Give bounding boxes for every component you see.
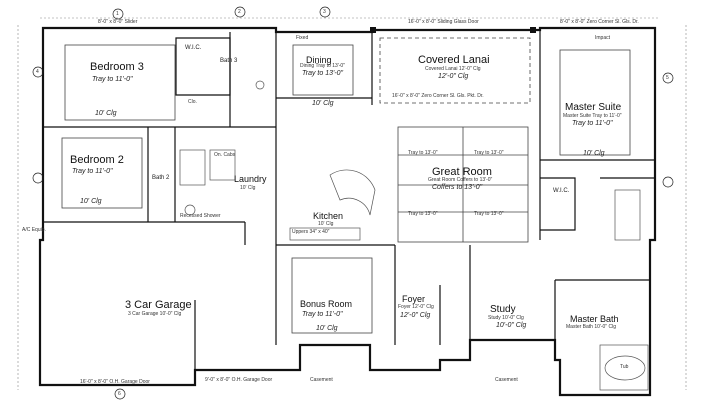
garage-name: 3 Car Garage	[125, 299, 192, 311]
great-room-tray-1: Tray to 13'-0"	[408, 150, 438, 156]
great-room-tray-2: Tray to 13'-0"	[474, 150, 504, 156]
marker-1: 1	[116, 11, 119, 17]
kitchen-name: Kitchen	[313, 211, 344, 221]
dining-ceiling: Tray to 13'-0"	[302, 70, 344, 77]
master-suite-sub: Master Suite Tray to 11'-0"	[563, 113, 622, 119]
master-suite-ceiling: Tray to 11'-0"	[572, 120, 613, 127]
slider-top-left: 8'-0" x 8'-0" Slider	[98, 19, 138, 25]
door-swings	[370, 27, 536, 33]
tray-outlines	[61, 37, 631, 334]
slider-right: 8'-0" x 8'-0" Zero Corner Sl. Gls. Dr.	[560, 19, 639, 25]
marker-6: 6	[118, 391, 121, 397]
bedroom3-ceiling: Tray to 11'-0"	[92, 76, 133, 83]
bath3-name: Bath 3	[220, 58, 238, 64]
wic-closet: Clo.	[188, 99, 197, 105]
foyer-sub: Foyer 12'-0" Clg	[398, 304, 434, 310]
recessed-shower: Recessed Shower	[180, 213, 221, 219]
fixed-note: Fixed	[296, 35, 309, 41]
impact-note: Impact	[595, 35, 611, 41]
garage-door-2: 9'-0" x 8'-0" O.H. Garage Door	[205, 377, 273, 383]
study-height: 10'-0" Clg	[496, 322, 527, 329]
laundry-name: Laundry	[234, 174, 267, 184]
master-bath-sub: Master Bath 10'-0" Clg	[566, 324, 616, 330]
study-name: Study	[490, 304, 516, 315]
bonus-height: 10' Clg	[316, 325, 338, 332]
great-room-coffers	[397, 126, 529, 243]
great-room-ceiling: Coffers to 13'-0"	[432, 184, 483, 191]
interior-walls	[43, 30, 655, 370]
dimension-lines	[17, 17, 687, 390]
bedroom2-name: Bedroom 2	[70, 154, 124, 166]
garage-sub: 3 Car Garage 10'-0" Clg	[128, 311, 182, 317]
great-room-tray-4: Tray to 13'-0"	[474, 211, 504, 217]
dining-height: 10' Clg	[312, 100, 334, 107]
ac-pad: A/C Equip.	[22, 227, 46, 233]
fixtures	[179, 80, 649, 391]
bonus-ceiling: Tray to 11'-0"	[302, 311, 343, 318]
on-cabs: On. Cabs	[214, 152, 236, 158]
dining-tray: Dining Tray to 13'-0"	[300, 63, 345, 69]
dining-name: Dining	[306, 55, 332, 65]
laundry-height: 10' Clg	[240, 185, 256, 191]
kitchen-height: 10' Clg	[318, 221, 334, 227]
foyer-name: Foyer	[402, 294, 426, 304]
master-bath-name: Master Bath	[570, 314, 619, 324]
wic-master-name: W.I.C.	[553, 188, 570, 194]
garage-door-1: 16'-0" x 8'-0" O.H. Garage Door	[80, 379, 150, 385]
marker-5: 5	[666, 75, 669, 81]
study-sub: Study 10'-0" Clg	[488, 315, 524, 321]
bedroom2-height: 10' Clg	[80, 198, 102, 205]
casement-2: Casement	[495, 377, 518, 383]
great-room-tray-3: Tray to 13'-0"	[408, 211, 438, 217]
marker-3: 3	[323, 9, 326, 15]
markers	[32, 6, 674, 400]
marker-4: 4	[36, 69, 39, 75]
wic-top-name: W.I.C.	[185, 45, 202, 51]
great-room-sub: Great Room Coffers to 13'-0"	[428, 177, 493, 183]
marker-2: 2	[238, 9, 241, 15]
master-suite-name: Master Suite	[565, 102, 622, 113]
upper-cabs: Uppers 34" x 40"	[292, 229, 330, 235]
bedroom2-ceiling: Tray to 11'-0"	[72, 168, 113, 175]
foyer-height: 12'-0" Clg	[400, 312, 431, 319]
lanai-sub: Covered Lanai 12'-0" Clg	[425, 66, 481, 72]
tub-label: Tub	[620, 364, 629, 370]
lanai-name: Covered Lanai	[418, 54, 490, 66]
bath2-name: Bath 2	[152, 175, 170, 181]
lanai-height: 12'-0" Clg	[438, 73, 469, 80]
bedroom3-height: 10' Clg	[95, 110, 117, 117]
great-room-name: Great Room	[432, 166, 492, 178]
master-suite-height: 10' Clg	[583, 150, 605, 157]
slider-mid: 16'-0" x 8'-0" Sliding Glass Door	[408, 19, 479, 25]
casement-1: Casement	[310, 377, 333, 383]
exterior-walls	[38, 26, 657, 397]
bonus-name: Bonus Room	[300, 299, 353, 309]
lanai-zero-corner: 16'-0" x 8'-0" Zero Corner Sl. Gls. Pkt.…	[392, 93, 484, 99]
bedroom3-name: Bedroom 3	[90, 61, 144, 73]
